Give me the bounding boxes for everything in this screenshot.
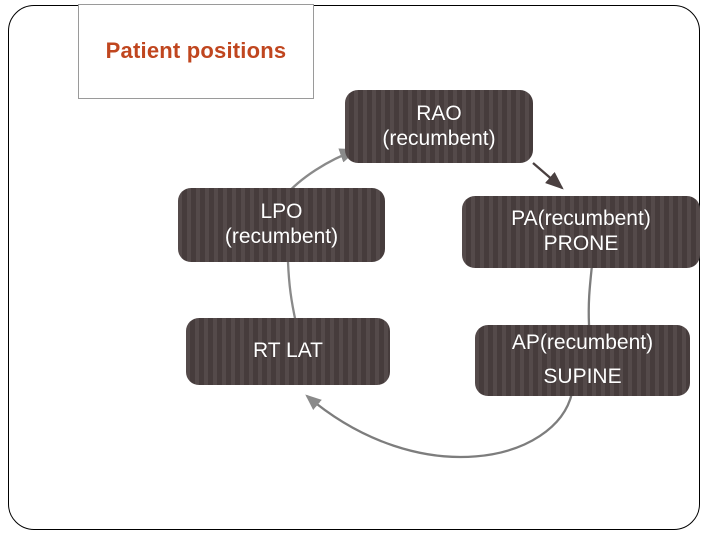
title-line-2: positions [186,38,287,64]
lpo-node[interactable]: LPO (recumbent) [178,188,385,262]
title-placeholder-box[interactable]: Patient positions [78,4,314,99]
ap-node[interactable]: AP(recumbent) SUPINE [475,325,690,396]
connector-rtlat-to-lpo [286,261,298,324]
pa-node-line-1: PA(recumbent) [511,207,651,231]
lpo-node-line-1: LPO [260,200,303,224]
connector-pa-to-ap [587,264,594,326]
pa-node-line-2: PRONE [543,232,619,255]
connector-ap-to-rtlat [305,392,574,459]
rao-node-line-2: (recumbent) [382,126,496,150]
pa-node[interactable]: PA(recumbent) PRONE [462,196,700,268]
rao-node-line-1: RAO [416,101,462,125]
ap-node-line-2: SUPINE [543,365,622,388]
ap-node-line-1: AP(recumbent) [511,331,654,355]
rt-lat-node[interactable]: RT LAT [186,318,390,385]
lpo-node-line-2: (recumbent) [224,225,339,248]
page-title: Patient positions [106,37,287,65]
connector-rao-to-pa [532,162,564,190]
title-line-1: Patient [105,38,181,64]
rao-node[interactable]: RAO (recumbent) [345,90,533,163]
rt-lat-node-line-1: RT LAT [252,339,324,363]
